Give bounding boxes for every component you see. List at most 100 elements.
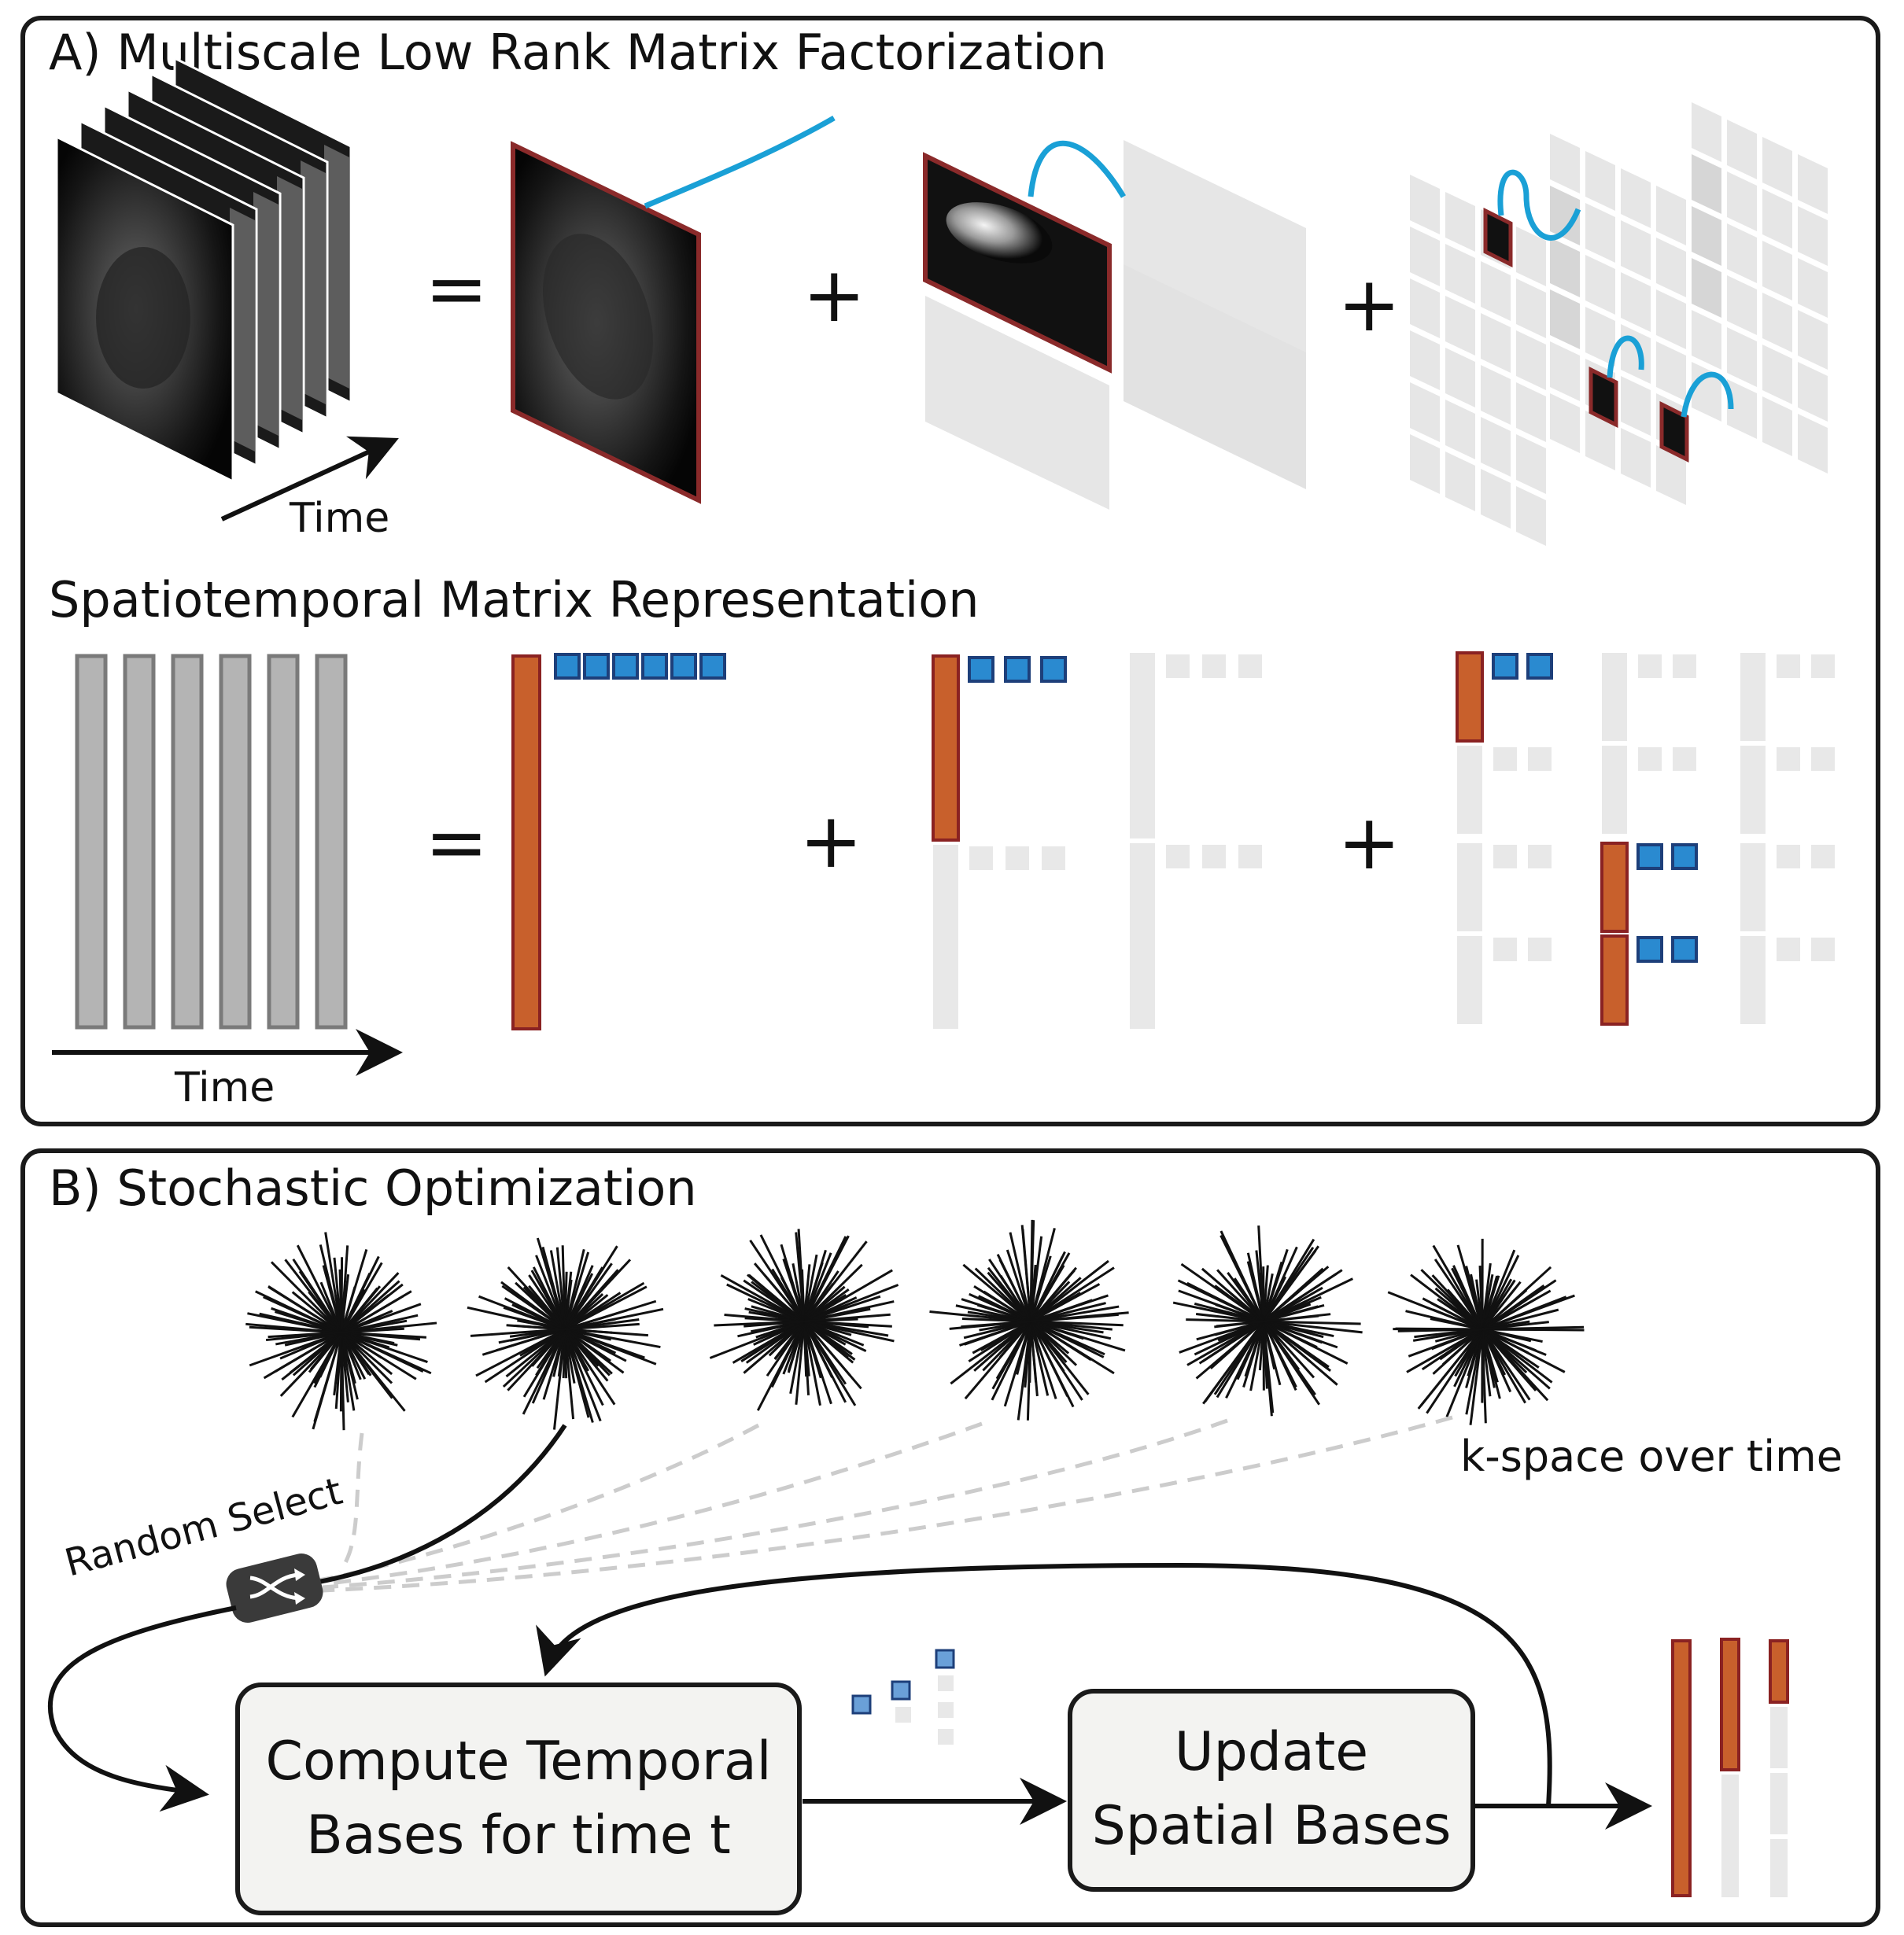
kspace-spoke <box>501 1284 611 1362</box>
equals-sign-top: = <box>425 245 488 333</box>
local-block <box>1762 293 1792 352</box>
temporal-curve <box>644 115 836 209</box>
local-block <box>1656 289 1686 349</box>
temporal-basis-square <box>1777 845 1800 868</box>
temporal-curve-local-2 <box>1607 335 1644 378</box>
shuffle-icon[interactable] <box>223 1550 326 1626</box>
matrix-column <box>219 654 252 1030</box>
kspace-spoke <box>1172 1301 1334 1338</box>
kspace-spoke <box>1233 1277 1320 1406</box>
global-factor <box>511 653 726 1030</box>
local-block <box>1585 151 1615 211</box>
temporal-basis-square <box>554 653 581 680</box>
local-block <box>1516 227 1546 286</box>
local-block <box>1481 261 1511 321</box>
local-block <box>1481 417 1511 477</box>
kspace-spoke <box>768 1263 863 1357</box>
local-block <box>1692 310 1721 370</box>
kspace-spoke <box>1414 1321 1549 1339</box>
temporal-basis-square <box>1238 845 1262 868</box>
local-block <box>1656 445 1686 505</box>
kspace-spoke <box>296 1244 367 1380</box>
local-block <box>1410 382 1440 442</box>
kspace-spoke <box>334 1245 349 1410</box>
local-block <box>1516 382 1546 442</box>
temporal-basis-square <box>1166 845 1190 868</box>
temporal-basis-square <box>1636 843 1663 870</box>
compute-box-line-1: Compute Temporal <box>265 1730 771 1793</box>
panel-b-title: B) Stochastic Optimization <box>49 1159 697 1217</box>
local-block <box>1410 175 1440 234</box>
matrix-column <box>123 654 156 1030</box>
update-spatial-bases-box[interactable]: Update Spatial Bases <box>1068 1689 1475 1892</box>
kspace-spoke <box>1195 1313 1363 1334</box>
mri-frame-edge <box>324 145 349 389</box>
kspace-spoke <box>1469 1262 1492 1425</box>
local-block <box>1727 327 1757 387</box>
selected-line <box>314 1424 567 1585</box>
temporal-basis-square <box>1042 846 1065 870</box>
temporal-basis-square <box>670 653 697 680</box>
kspace-spoke <box>549 1250 576 1384</box>
kspace-spoke <box>791 1263 821 1406</box>
compute-temporal-bases-box[interactable]: Compute Temporal Bases for time t <box>235 1683 802 1915</box>
temporal-basis-square <box>1528 845 1552 868</box>
temporal-basis-square <box>1673 747 1696 771</box>
temporal-basis-square <box>1811 845 1835 868</box>
temporal-basis-square <box>1202 845 1226 868</box>
kspace-spoke <box>744 1313 891 1328</box>
spatial-basis <box>932 654 960 842</box>
mri-frame-stack <box>55 56 352 484</box>
local-block <box>1798 154 1828 214</box>
temporal-curve-local-3 <box>1681 371 1734 418</box>
mri-organ <box>96 247 190 389</box>
local-block <box>1410 330 1440 390</box>
local-block <box>1727 379 1757 439</box>
local-block <box>1798 310 1828 370</box>
spatial-basis <box>1602 653 1627 741</box>
local-block <box>1762 189 1792 249</box>
kspace-star <box>1387 1238 1585 1425</box>
matrix-column <box>171 654 204 1030</box>
kspace-spoke <box>795 1264 811 1405</box>
update-box-line-1: Update <box>1175 1721 1368 1783</box>
kspace-star <box>709 1229 899 1411</box>
local-block <box>1762 396 1792 456</box>
time-label-top: Time <box>289 495 389 542</box>
local-block <box>1481 469 1511 529</box>
kspace-spoke <box>292 1258 371 1376</box>
kspace-spoke <box>268 1285 382 1359</box>
local-block <box>1621 272 1651 332</box>
temporal-basis-square <box>583 653 610 680</box>
kspace-star <box>1172 1225 1363 1417</box>
temporal-basis-square <box>1671 843 1698 870</box>
temporal-basis-square <box>1526 653 1553 680</box>
feedback-loop-arrow <box>536 1562 1552 1807</box>
local-block <box>1585 255 1615 315</box>
spatial-basis <box>933 845 958 1029</box>
local-block <box>1550 289 1580 349</box>
temporal-basis-square <box>1811 938 1835 961</box>
local-block <box>1727 171 1757 231</box>
kspace-spoke <box>787 1249 827 1373</box>
kspace-spoke <box>1003 1255 1052 1407</box>
local-block <box>1410 434 1440 494</box>
temporal-basis-square <box>1671 936 1698 963</box>
local-block <box>1798 206 1828 266</box>
local-block <box>1727 223 1757 283</box>
matrix-column <box>315 654 348 1030</box>
local-block <box>1445 348 1475 407</box>
plus-sign-top-2: + <box>1338 260 1400 348</box>
local-block <box>1516 486 1546 546</box>
kspace-spoke <box>270 1261 393 1384</box>
spatial-basis <box>1740 746 1766 834</box>
local-block <box>1692 154 1721 214</box>
temporal-basis-square <box>1811 747 1835 771</box>
local-block <box>1445 244 1475 304</box>
local-scale-blocks <box>1410 102 1828 546</box>
kspace-spoke <box>1446 1288 1537 1391</box>
local-block <box>1550 393 1580 453</box>
kspace-spoke <box>1021 1229 1038 1383</box>
mid-scale-blocks <box>923 140 1306 510</box>
local-block <box>1516 330 1546 390</box>
